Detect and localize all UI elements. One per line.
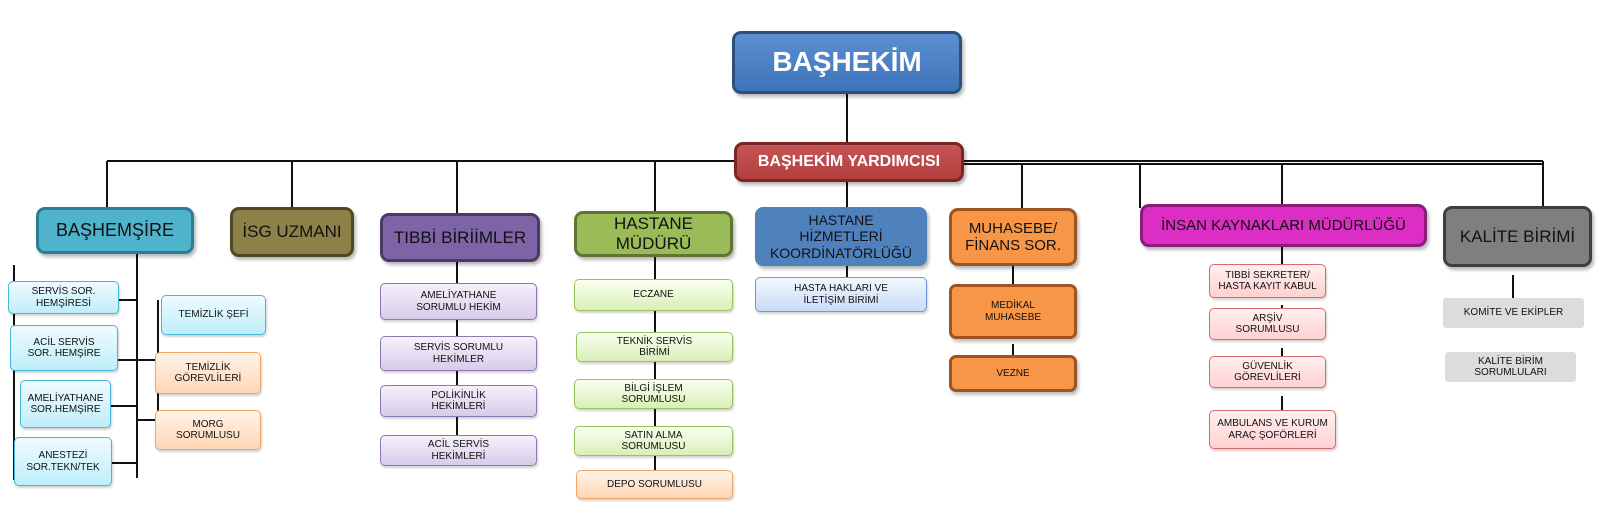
dept-bashemsire: BAŞHEMŞİRE: [36, 207, 194, 254]
node-satin-alma-sorumlusu: SATIN ALMA SORUMLUSU: [574, 426, 733, 456]
dept-muhasebe: MUHASEBE/ FİNANS SOR.: [949, 208, 1077, 266]
node-ameliyathane-sorumlu-hekim: AMELİYATHANE SORUMLU HEKİM: [380, 283, 537, 320]
node-morg-sorumlusu: MORG SORUMLUSU: [155, 410, 261, 450]
node-vezne: VEZNE: [949, 355, 1077, 392]
node-acil-servis-hekimleri: ACİL SERVİS HEKİMLERİ: [380, 435, 537, 466]
node-ameliyathane-sor-hemsire: AMELİYATHANE SOR.HEMŞİRE: [20, 380, 111, 428]
node-medikal-muhasebe: MEDİKAL MUHASEBE: [949, 284, 1077, 339]
node-hasta-haklari: HASTA HAKLARI VE İLETİŞİM BİRİMİ: [755, 277, 927, 312]
node-temizlik-gorevlileri: TEMİZLİK GÖREVLİLERİ: [155, 352, 261, 394]
node-bilgi-islem-sorumlusu: BİLGİ İŞLEM SORUMLUSU: [574, 379, 733, 409]
dept-hastane-hizmetleri: HASTANE HİZMETLERİ KOORDİNATÖRLÜĞÜ: [755, 207, 927, 266]
node-teknik-servis-birimi: TEKNİK SERVİS BİRİMİ: [576, 332, 733, 362]
dept-insan-kaynaklari: İNSAN KAYNAKLARI MÜDÜRLÜĞÜ: [1140, 204, 1427, 247]
node-poliklinik-hekimleri: POLİKİNLİK HEKİMLERİ: [380, 385, 537, 417]
node-depo-sorumlusu: DEPO SORUMLUSU: [576, 470, 733, 499]
node-guvenlik-gorevlileri: GÜVENLİK GÖREVLİLERİ: [1209, 356, 1326, 388]
deputy-bashekim-yardimcisi: BAŞHEKİM YARDIMCISI: [734, 142, 964, 182]
node-temizlik-sefi: TEMİZLİK ŞEFİ: [161, 295, 266, 335]
node-servis-sorumlu-hekimler: SERVİS SORUMLU HEKİMLER: [380, 336, 537, 371]
node-tibbi-sekreter: TIBBİ SEKRETER/ HASTA KAYIT KABUL: [1209, 264, 1326, 298]
dept-hastane-muduru: HASTANE MÜDÜRÜ: [574, 211, 733, 257]
dept-isg-uzmani: İSG UZMANI: [230, 207, 354, 257]
node-acil-servis-sor-hemsire: ACİL SERVİS SOR. HEMŞİRE: [10, 325, 118, 371]
node-servis-sor-hemsiresi: SERVİS SOR. HEMŞİRESİ: [8, 281, 119, 314]
node-komite-ve-ekipler: KOMİTE VE EKİPLER: [1443, 298, 1584, 328]
node-kalite-birim-sorumlulari: KALİTE BİRİM SORUMLULARI: [1445, 352, 1576, 382]
dept-tibbi-birimler: TIBBİ BİRİİMLER: [380, 213, 540, 262]
node-arsiv-sorumlusu: ARŞİV SORUMLUSU: [1209, 308, 1326, 340]
root-bashekim: BAŞHEKİM: [732, 31, 962, 94]
node-ambulans-soforleri: AMBULANS VE KURUM ARAÇ ŞOFÖRLERİ: [1209, 410, 1336, 449]
dept-kalite-birimi: KALİTE BİRİMİ: [1443, 206, 1592, 267]
node-anestezi-sor-tekn: ANESTEZİ SOR.TEKN/TEK: [14, 437, 112, 486]
node-eczane: ECZANE: [574, 279, 733, 311]
